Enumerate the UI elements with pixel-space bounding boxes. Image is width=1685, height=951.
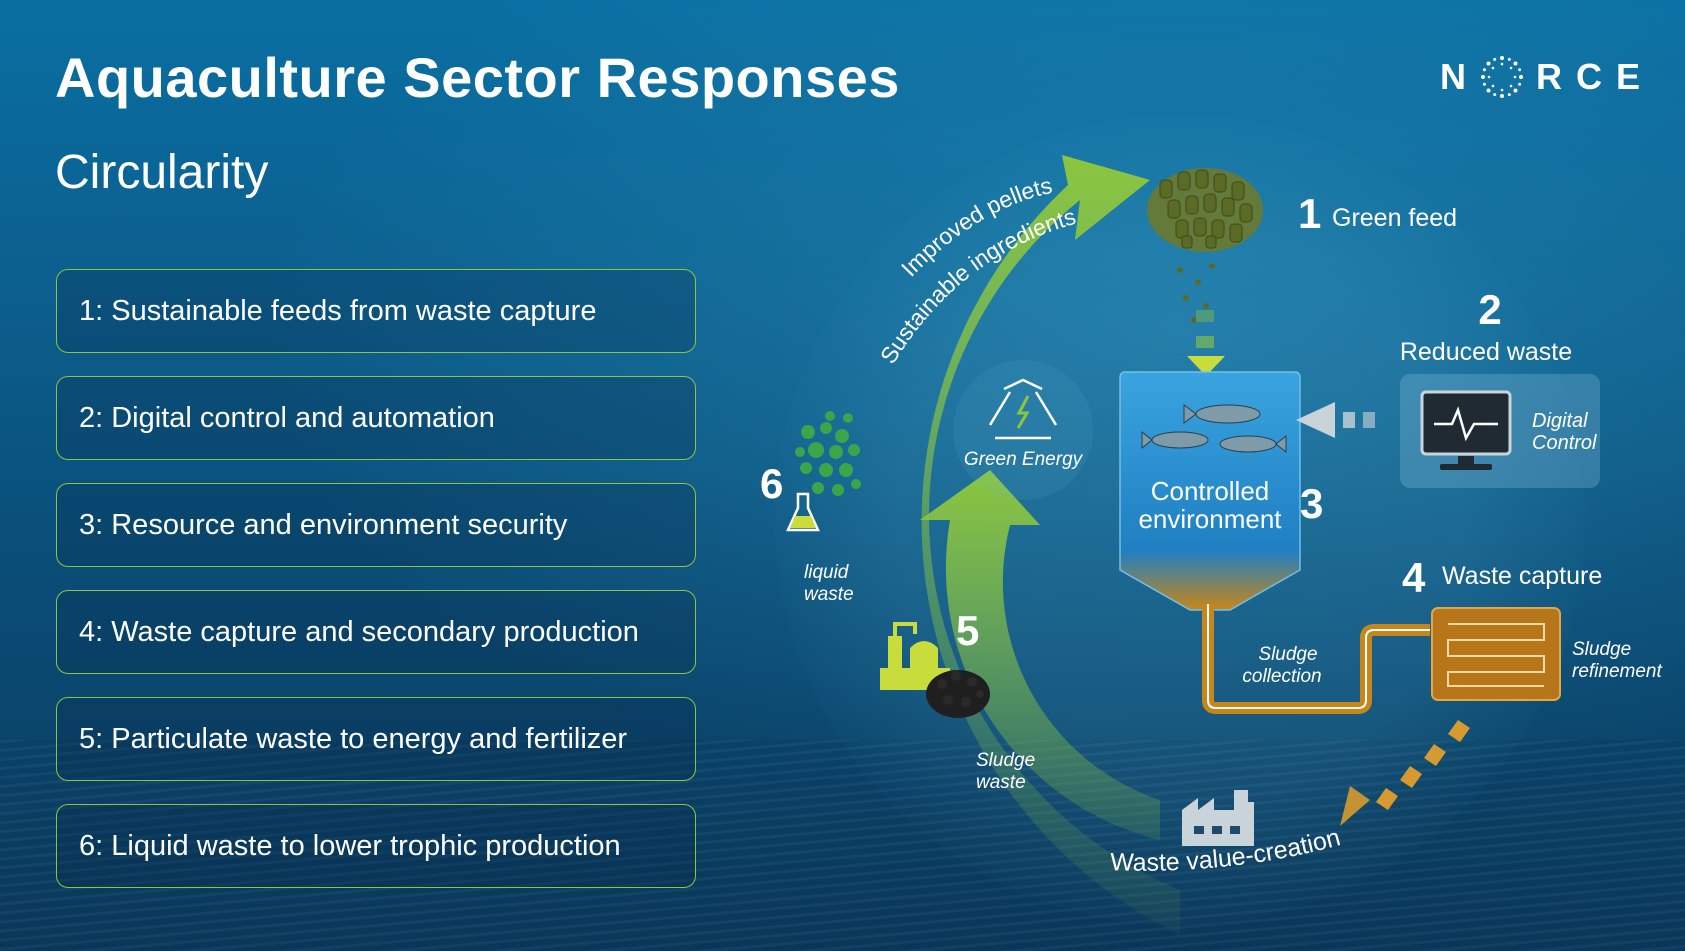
tank-label-line1: Controlled (1151, 476, 1270, 506)
step-5-number: 5 (956, 607, 979, 654)
response-item: 6: Liquid waste to lower trophic product… (56, 804, 696, 888)
value-flow-arrow (1340, 720, 1470, 826)
control-flow-arrow (1296, 402, 1375, 438)
sludge-refinement-label1: Sludge (1572, 639, 1631, 660)
falling-pellets (1177, 263, 1215, 323)
digital-control-label2: Control (1532, 432, 1597, 454)
feed-pellets-icon (1147, 168, 1263, 252)
response-item: 5: Particulate waste to energy and ferti… (56, 697, 696, 781)
page-subtitle: Circularity (55, 146, 269, 199)
sludge-collection-label1: Sludge (1258, 644, 1317, 665)
sludge-refinement-label2: refinement (1572, 661, 1662, 682)
sludge-refinement-unit (1431, 607, 1561, 701)
liquid-waste-label2: waste (804, 584, 854, 605)
logo-letter-n: N (1440, 56, 1480, 97)
response-item: 1: Sustainable feeds from waste capture (56, 269, 696, 353)
algae-cluster-icon (795, 411, 861, 496)
responses-list: 1: Sustainable feeds from waste capture … (56, 269, 696, 911)
sludge-flow-line (1207, 604, 1430, 709)
page-title: Aquaculture Sector Responses (55, 46, 900, 109)
factory-icon (1182, 790, 1254, 846)
tank-label-line2: environment (1138, 504, 1282, 534)
step-4-label: Waste capture (1442, 562, 1602, 590)
feed-flow-arrowhead (1187, 356, 1225, 376)
flask-icon (786, 492, 820, 532)
digital-control-label1: Digital (1532, 410, 1588, 432)
feed-arc-arrow (921, 155, 1180, 935)
sludge-waste-label2: waste (976, 772, 1026, 793)
liquid-waste-label1: liquid (804, 562, 850, 583)
step-6-number: 6 (760, 460, 783, 507)
green-energy-node: Green Energy (953, 360, 1093, 500)
monitor-icon (1420, 390, 1512, 470)
fish-icon (1141, 404, 1287, 454)
sludge-collection-label2: collection (1242, 666, 1321, 687)
norce-logo: N RCE (1440, 52, 1654, 102)
controlled-environment-tank (1119, 371, 1301, 611)
step-4-number: 4 (1402, 554, 1426, 601)
feed-flow-segment (1196, 336, 1214, 348)
step-1-label: Green feed (1332, 204, 1457, 232)
step-2-label: Reduced waste (1400, 338, 1572, 366)
recycle-energy-icon (988, 378, 1058, 440)
step-2-number: 2 (1478, 286, 1501, 333)
biogas-plant-icon (880, 622, 950, 690)
feed-flow-segment (1196, 310, 1214, 322)
fertilizer-pile-icon (926, 670, 990, 718)
energy-arc-arrow (920, 470, 1160, 840)
sludge-waste-label1: Sludge (976, 750, 1035, 771)
logo-sun-icon (1481, 56, 1523, 98)
logo-letters-rce: RCE (1536, 56, 1655, 97)
response-item: 2: Digital control and automation (56, 376, 696, 460)
green-energy-label: Green Energy (964, 449, 1084, 470)
response-item: 4: Waste capture and secondary productio… (56, 590, 696, 674)
step-3-number: 3 (1300, 480, 1323, 527)
step-1-number: 1 (1298, 190, 1321, 237)
response-item: 3: Resource and environment security (56, 483, 696, 567)
